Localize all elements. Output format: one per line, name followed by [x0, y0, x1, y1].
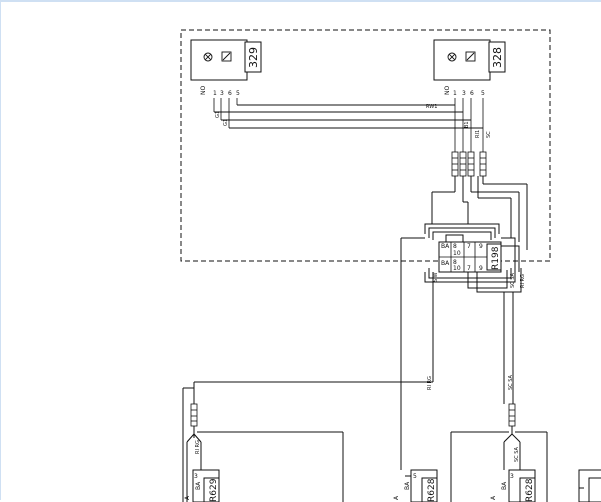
r198-pin-bot-7: 7 [467, 265, 471, 272]
r198-pin-bot-9: 9 [479, 265, 483, 272]
switch-icon [221, 51, 232, 62]
r198-ba-left: BA [441, 260, 450, 267]
component-r628a-tag [421, 477, 438, 502]
connector-r198: R198 BA 8 10 7 9 BA 8 10 7 9 SIW SC SA R… [424, 223, 526, 293]
r198-ba-top: BA [441, 243, 450, 250]
wire-label-r198-b1: SC SA [510, 272, 516, 288]
wire-label-sw1: RW1 [426, 104, 437, 110]
r628a-pin-a: A [393, 495, 400, 500]
component-328-ref: 328 [491, 47, 504, 68]
wire-label-sa-small: SC SA [514, 446, 520, 462]
splice-r629 [190, 403, 198, 427]
component-r629: R629 A BA 3 [184, 469, 220, 502]
component-r628b-tag [519, 477, 536, 502]
r198-pin-top-9: 9 [479, 243, 483, 250]
switch-icon [465, 51, 476, 62]
harness-328-r198 [431, 176, 528, 250]
r629-pin-ba: BA [195, 481, 202, 490]
component-328: 328 NO 1 3 6 5 [433, 39, 506, 97]
wire-label-sc-sa: SC SA [508, 374, 514, 390]
pin-329-5: 5 [236, 90, 240, 97]
wire-label-r198-b2: RI RG [520, 274, 526, 288]
r198-pin-bot-10: 10 [453, 265, 461, 272]
pin-329-3: 3 [220, 90, 224, 97]
wire-label-w1: RI1 [475, 130, 481, 138]
pin-329-6: 6 [228, 90, 232, 97]
component-r628a-ref: R628 [427, 478, 437, 502]
component-partial-right [578, 469, 601, 502]
r198-pin-top-10: 10 [453, 250, 461, 257]
component-329: 329 NO 1 3 6 5 [190, 39, 262, 97]
r198-pin-bot-8: 8 [453, 259, 457, 266]
wire-label-ri-rg: RI RG [427, 376, 433, 390]
wire-label-r198-left: SIW [433, 272, 439, 282]
r629-pin-a: A [184, 495, 191, 500]
enclosure-dashed-frame [180, 29, 551, 262]
r628a-pin-ba: BA [404, 481, 411, 490]
component-r628-b: R628 A BA 3 [490, 469, 536, 502]
component-328-tag [488, 41, 506, 73]
pin-328-5: 5 [481, 90, 485, 97]
wire-label-g1: G1 [215, 111, 221, 118]
lamp-x-icon [447, 52, 457, 62]
r628b-pin-3: 3 [510, 473, 514, 480]
wire-label-sc1: SC [486, 131, 492, 138]
wire-label-g2: G1 [223, 119, 229, 126]
pin-328-1: 1 [453, 90, 457, 97]
lamp-x-icon [203, 52, 213, 62]
r628b-pin-a: A [490, 495, 497, 500]
pin-328-6: 6 [470, 90, 474, 97]
r628a-pin-5: 5 [413, 473, 417, 480]
lower-harness: RI RG SC SA RI RG SC SA [182, 237, 548, 502]
r198-pin-top-8: 8 [453, 243, 457, 250]
r198-pin-top-7: 7 [467, 243, 471, 250]
wire-label-b1: B1 [464, 121, 470, 128]
component-329-tag [244, 41, 262, 73]
component-r628b-ref: R628 [525, 478, 535, 502]
component-328-body [433, 39, 491, 81]
component-r629-ref: R629 [209, 478, 219, 502]
splice-markers-328 [451, 151, 487, 177]
r629-pin-3: 3 [194, 473, 198, 480]
r628b-pin-ba: BA [501, 481, 508, 490]
pin-329-no: NO [200, 86, 207, 95]
splice-r628b [508, 403, 516, 427]
component-r629-tag [203, 477, 220, 502]
wire-label-rg-small: RI RG [195, 440, 201, 454]
component-329-ref: 329 [247, 47, 260, 68]
pin-329-1: 1 [213, 90, 217, 97]
connector-r198-ref: R198 [491, 246, 501, 270]
pin-328-3: 3 [462, 90, 466, 97]
component-329-body [190, 39, 248, 81]
harness-329-328: RW1 G1 G1 B1 RI1 SC [213, 98, 492, 152]
component-r628-a: R628 A BA 5 [393, 469, 438, 502]
pin-328-no: NO [444, 86, 451, 95]
